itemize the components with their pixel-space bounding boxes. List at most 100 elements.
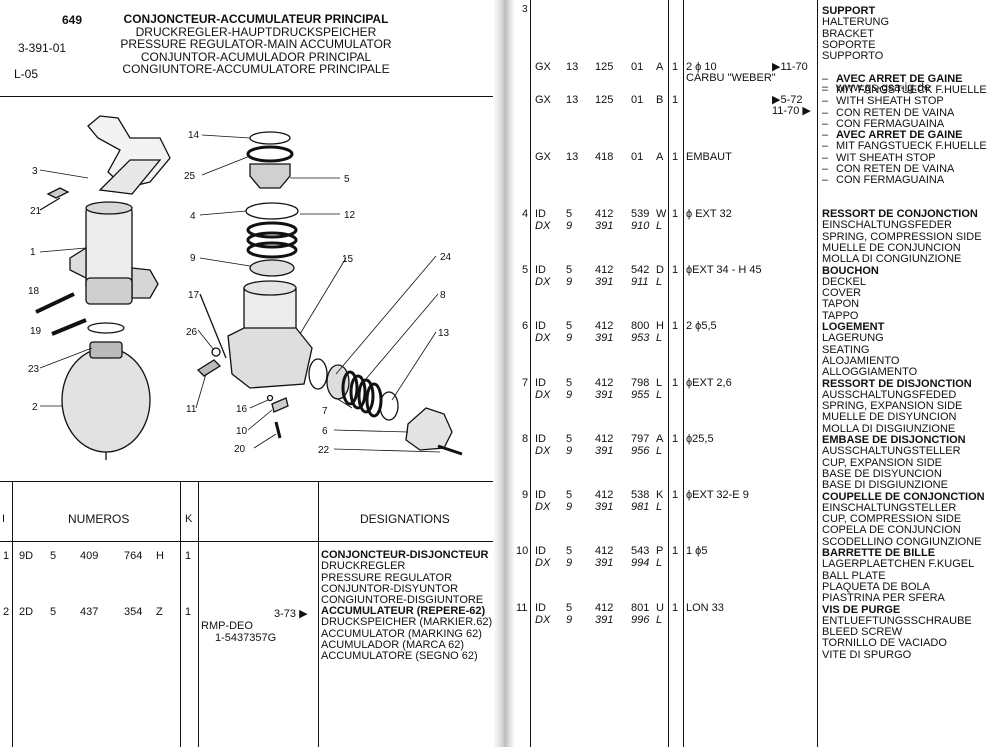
cell: A [656,151,664,163]
cell: 418 [595,151,614,163]
cell-alt: L [656,276,663,288]
col-header-designations: DESIGNATIONS [360,512,450,526]
designation-line: SOPORTE [822,38,876,51]
designation-line: CON FERMAGUAINA [836,174,945,187]
designation-line: COVER [822,287,862,300]
callout-label: 23 [28,364,40,375]
cell-alt: 9 [566,332,573,344]
cell-alt: 391 [595,445,614,457]
cell-alt: L [656,332,663,344]
cell-alt: L [656,501,663,513]
cell: 412 [595,489,614,501]
cell-alt: DX [535,220,551,232]
accumulator-sphere [61,347,151,453]
cell-alt: L [656,557,663,569]
cell: GX [535,151,551,163]
cell: 797 [631,433,650,445]
callout-label: 11 [186,404,197,415]
table-top-rule [0,481,493,482]
cell: 2 ϕ 10 [686,61,717,73]
cell: GX [535,94,551,106]
designation-line: SUPPORTO [822,50,884,63]
supplier-note: RMP-DEO [201,620,253,632]
cell-e: Z [156,606,163,618]
cell-alt: DX [535,501,551,513]
designation-line: DRUCKSPEICHER (MARKIER.62) [321,616,493,629]
designation-line: ALLOGGIAMENTO [822,366,918,379]
cell: 412 [595,320,614,332]
cell-b: 5 [50,550,57,562]
cell: 412 [595,264,614,276]
cell: 13 [566,94,579,106]
cell-alt: 996 [631,614,650,626]
designation-line: CONJONCTEUR-DISJONCTEUR [321,549,489,561]
cell: K [656,489,664,501]
cell-note: CARBU "WEBER" [686,72,776,84]
date-note: 3-73 ▶ [274,608,308,620]
seal-25 [246,145,294,163]
cell-alt: L [656,220,663,232]
website-link[interactable]: www.gs-gsa-ig.de [836,80,931,94]
cell: A [656,61,664,73]
designation-line: BLEED SCREW [822,626,903,639]
cell: ID [535,377,546,389]
cell: ▶11-70 [772,61,808,73]
designation-line: MIT FANGSTUECK F.HUELLE [836,83,987,96]
designation-line: PIASTRINA PER SFERA [822,592,945,605]
cell-alt: 9 [566,501,573,513]
cell: ϕEXT 34 - H 45 [686,264,762,276]
cell: 125 [595,61,614,73]
designation-line: CONGIUNTORE-DISGIUNTORE [321,594,484,607]
col-header-numeros: NUMEROS [68,512,130,526]
ball-plate-10 [271,397,289,413]
plug-5 [249,163,291,189]
callout-label: 25 [184,171,196,182]
designation-line: MOLLA DI DISGIUNZIONE [822,422,956,435]
cell-alt: DX [535,445,551,457]
callout-label: 5 [344,174,350,185]
cell: 543 [631,545,650,557]
cell-c: 409 [80,550,99,562]
designation-line: CON FERMAGUAINA [836,117,945,130]
cell-alt: 910 [631,220,650,232]
screw-18 [35,292,75,314]
cell: 5 [566,320,573,332]
designation-line: AVEC ARRET DE GAINE [836,72,963,85]
cell: ID [535,208,546,220]
cell-alt: 391 [595,389,614,401]
cell: ID [535,433,546,445]
designation-line: ACUMULADOR (MARCA 62) [321,638,465,651]
cell-alt: DX [535,276,551,288]
cell: 1 [672,151,679,163]
callout-label: 12 [344,210,356,221]
screw-22 [437,444,463,456]
item-index: 7 [522,377,529,389]
reference-number: 3-391-01 [18,41,67,55]
cell-alt: 391 [595,614,614,626]
seal-24 [308,358,328,390]
spring-4 [246,221,298,259]
cell-alt: 9 [566,276,573,288]
callout-label: 21 [30,206,42,217]
screw-19 [51,318,87,336]
bleed-screw-20 [274,421,282,439]
title-es: CONJUNTOR-ACUMULADOR PRINCIPAL [140,49,372,64]
cell: 1 [672,489,679,501]
designation-line: LAGERUNG [822,332,884,345]
designation-line: AUSSCHALTUNGSFEDED [822,388,957,401]
designation-line: ALOJAMIENTO [822,354,900,367]
cell: 5 [566,264,573,276]
callout-label: 8 [440,290,446,301]
designation-line: EMBASE DE DISJONCTION [822,434,966,446]
cell: U [656,602,664,614]
top-index: 3 [522,4,528,15]
callout-label: 6 [322,426,328,437]
designation-line: LAGERPLAETCHEN F.KUGEL [822,558,975,571]
cell: 412 [595,545,614,557]
dash-marker: – [822,140,829,153]
cell-alt: 953 [631,332,650,344]
cell-i: 1 [3,550,10,562]
cell: 1 [672,377,679,389]
cell: ID [535,602,546,614]
cell-a: 2D [19,606,34,618]
